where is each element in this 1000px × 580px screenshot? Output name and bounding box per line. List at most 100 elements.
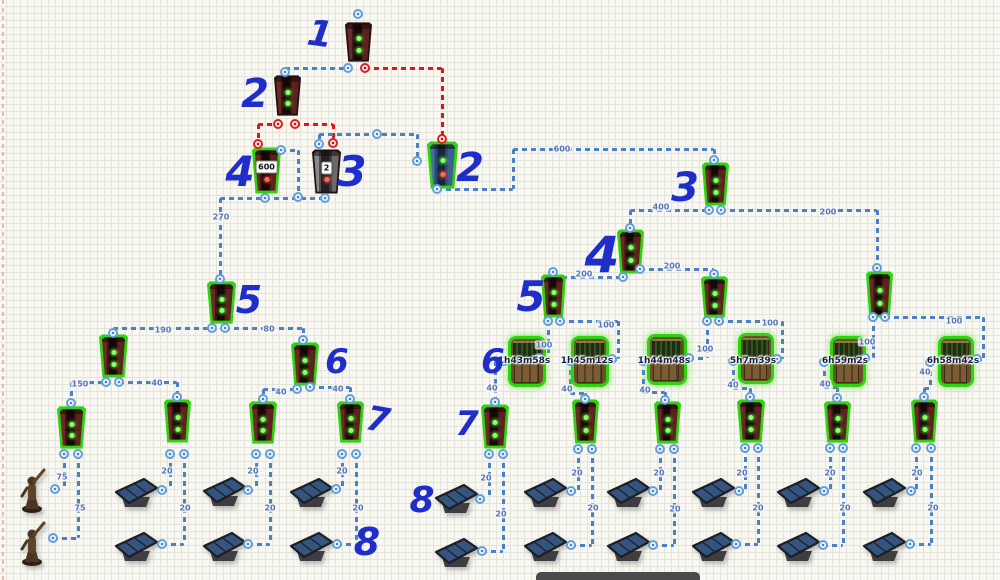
connector-port[interactable] bbox=[818, 540, 828, 550]
connector-port[interactable] bbox=[655, 444, 665, 454]
connector-port[interactable] bbox=[157, 539, 167, 549]
statue-node[interactable] bbox=[19, 468, 47, 518]
wire-blue[interactable] bbox=[482, 549, 503, 553]
wire-blue[interactable] bbox=[841, 448, 845, 545]
wire-blue[interactable] bbox=[182, 454, 186, 544]
wire-blue[interactable] bbox=[570, 391, 585, 395]
connector-port[interactable] bbox=[860, 353, 870, 363]
connector-port[interactable] bbox=[702, 316, 712, 326]
wire-blue[interactable] bbox=[653, 543, 674, 547]
connector-port[interactable] bbox=[251, 449, 261, 459]
solar-panel-node[interactable] bbox=[689, 531, 737, 567]
connector-port[interactable] bbox=[880, 312, 890, 322]
connector-port[interactable] bbox=[825, 443, 835, 453]
connector-port[interactable] bbox=[926, 443, 936, 453]
connector-port[interactable] bbox=[432, 184, 442, 194]
connector-port[interactable] bbox=[740, 443, 750, 453]
wire-blue[interactable] bbox=[175, 382, 179, 397]
tank-node[interactable] bbox=[737, 399, 765, 443]
connector-port[interactable] bbox=[337, 449, 347, 459]
connector-port[interactable] bbox=[772, 354, 782, 364]
wire-blue[interactable] bbox=[590, 449, 594, 545]
connector-port[interactable] bbox=[332, 539, 342, 549]
wire-blue[interactable] bbox=[628, 210, 632, 228]
connector-port[interactable] bbox=[179, 449, 189, 459]
connector-port[interactable] bbox=[412, 156, 422, 166]
wire-blue[interactable] bbox=[571, 543, 592, 547]
connector-port[interactable] bbox=[276, 145, 286, 155]
connector-port[interactable] bbox=[972, 354, 982, 364]
connector-port[interactable] bbox=[273, 119, 283, 129]
connector-port[interactable] bbox=[635, 264, 645, 274]
connector-port[interactable] bbox=[73, 449, 83, 459]
connector-port[interactable] bbox=[490, 397, 500, 407]
connector-port[interactable] bbox=[101, 377, 111, 387]
connector-port[interactable] bbox=[243, 539, 253, 549]
tank-node[interactable] bbox=[572, 399, 599, 444]
wire-blue[interactable] bbox=[560, 319, 618, 323]
tank-node[interactable]: 2 bbox=[312, 149, 341, 194]
connector-port[interactable] bbox=[108, 328, 118, 338]
solar-panel-node[interactable] bbox=[200, 476, 248, 512]
connector-port[interactable] bbox=[437, 134, 447, 144]
connector-port[interactable] bbox=[48, 533, 58, 543]
wire-blue[interactable] bbox=[616, 321, 620, 359]
solar-panel-node[interactable] bbox=[860, 531, 908, 567]
connector-port[interactable] bbox=[292, 384, 302, 394]
tank-node[interactable] bbox=[866, 271, 893, 318]
wire-blue[interactable] bbox=[924, 386, 930, 390]
connector-port[interactable] bbox=[59, 449, 69, 459]
wire-blue[interactable] bbox=[354, 454, 358, 544]
tank-node[interactable] bbox=[274, 75, 301, 116]
connector-port[interactable] bbox=[660, 395, 670, 405]
connector-port[interactable] bbox=[298, 335, 308, 345]
battery-rack-node[interactable] bbox=[650, 337, 684, 382]
connector-port[interactable] bbox=[498, 449, 508, 459]
solar-panel-node[interactable] bbox=[112, 531, 160, 567]
connector-port[interactable] bbox=[484, 449, 494, 459]
connector-port[interactable] bbox=[566, 540, 576, 550]
wire-blue[interactable] bbox=[780, 321, 784, 359]
wire-blue[interactable] bbox=[823, 543, 843, 547]
connector-port[interactable] bbox=[305, 382, 315, 392]
connector-port[interactable] bbox=[66, 398, 76, 408]
connector-port[interactable] bbox=[734, 486, 744, 496]
wire-red[interactable] bbox=[256, 124, 260, 144]
connector-port[interactable] bbox=[684, 353, 694, 363]
connector-port[interactable] bbox=[607, 354, 617, 364]
tank-node[interactable] bbox=[824, 401, 851, 443]
wire-blue[interactable] bbox=[220, 196, 325, 200]
connector-port[interactable] bbox=[207, 323, 217, 333]
wire-blue[interactable] bbox=[493, 361, 497, 402]
connector-port[interactable] bbox=[714, 316, 724, 326]
connector-port[interactable] bbox=[265, 449, 275, 459]
wire-blue[interactable] bbox=[281, 148, 298, 152]
wire-red[interactable] bbox=[295, 122, 333, 126]
connector-port[interactable] bbox=[280, 67, 290, 77]
tank-node[interactable] bbox=[57, 406, 86, 449]
battery-rack-node[interactable] bbox=[941, 339, 971, 384]
connector-port[interactable] bbox=[868, 312, 878, 322]
connector-port[interactable] bbox=[260, 193, 270, 203]
tank-node[interactable]: 600 bbox=[252, 147, 281, 194]
connector-port[interactable] bbox=[343, 63, 353, 73]
tank-node[interactable] bbox=[541, 274, 566, 318]
connector-port[interactable] bbox=[220, 323, 230, 333]
solar-panel-node[interactable] bbox=[287, 531, 335, 567]
wire-blue[interactable] bbox=[910, 542, 931, 546]
connector-port[interactable] bbox=[638, 356, 648, 366]
wire-blue[interactable] bbox=[62, 454, 66, 489]
wire-blue[interactable] bbox=[162, 542, 184, 546]
connector-port[interactable] bbox=[716, 205, 726, 215]
connector-port[interactable] bbox=[555, 316, 565, 326]
connector-port[interactable] bbox=[475, 494, 485, 504]
connector-port[interactable] bbox=[314, 139, 324, 149]
solar-panel-node[interactable] bbox=[521, 477, 569, 513]
connector-port[interactable] bbox=[669, 444, 679, 454]
tank-node[interactable] bbox=[164, 399, 191, 443]
wire-blue[interactable] bbox=[705, 321, 709, 358]
wire-blue[interactable] bbox=[218, 198, 222, 279]
wire-red[interactable] bbox=[365, 66, 442, 70]
connector-port[interactable] bbox=[565, 356, 575, 366]
